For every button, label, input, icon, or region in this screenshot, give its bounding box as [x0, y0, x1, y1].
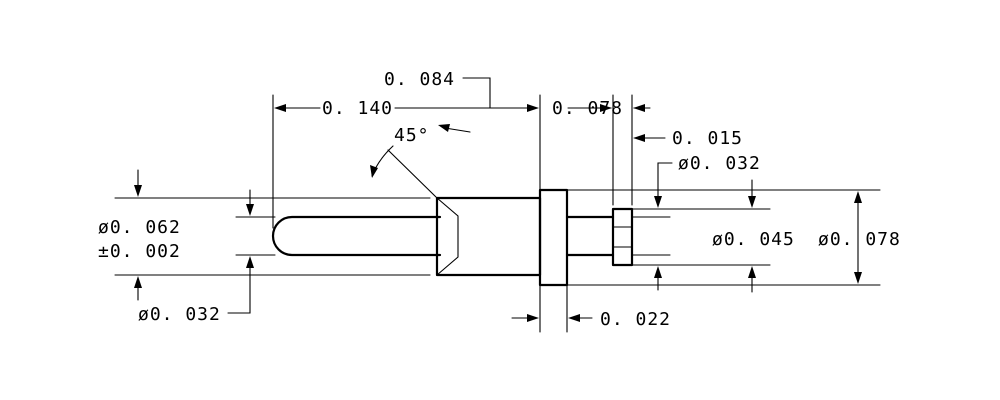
pin-tip — [271, 215, 442, 257]
dim-chamfer-angle: 45° — [394, 125, 430, 146]
dim-groove-width: 0. 015 — [672, 128, 743, 149]
groove-collar — [611, 207, 634, 267]
chamfer-inner — [436, 197, 459, 276]
dimension-labels: 0. 140 0. 084 45° 0. 078 0. 015 ø0. 032 … — [98, 69, 901, 330]
part-outline — [271, 188, 634, 287]
dim-body-diameter: ø0. 045 — [712, 229, 795, 250]
dim-flange-diameter: ø0. 078 — [818, 229, 901, 250]
dim-pin-diameter: ø0. 062 — [98, 217, 181, 238]
shank — [565, 215, 615, 257]
dim-pin-tolerance: ±0. 002 — [98, 241, 181, 262]
dim-flange-thickness: 0. 022 — [600, 309, 671, 330]
extension-lines — [114, 94, 881, 333]
dim-tip-diameter: ø0. 032 — [138, 304, 221, 325]
dim-chamfer-offset: 0. 084 — [384, 69, 455, 90]
flange — [538, 188, 569, 287]
arrowheads — [134, 104, 862, 322]
pin-body — [435, 196, 542, 277]
dim-overall-length: 0. 140 — [322, 98, 393, 119]
dim-groove-diameter: ø0. 032 — [678, 153, 761, 174]
dim-shoulder-to-end: 0. 078 — [552, 98, 623, 119]
